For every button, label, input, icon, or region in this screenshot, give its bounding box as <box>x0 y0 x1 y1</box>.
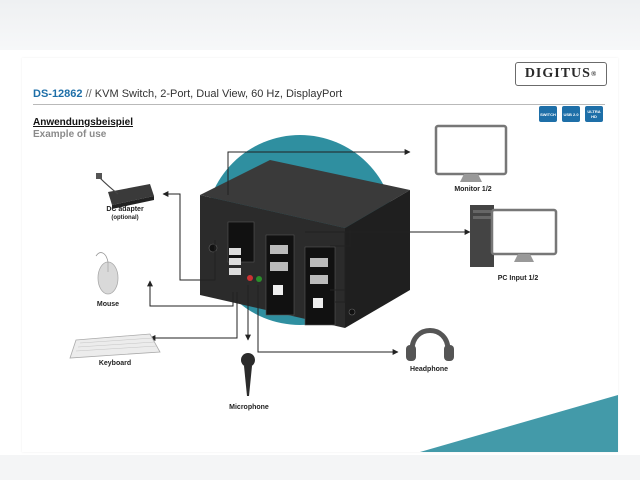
mouse-label: Mouse <box>96 301 120 308</box>
bottom-background <box>0 455 640 480</box>
connection-lines <box>147 149 471 355</box>
headphone-icon <box>406 328 454 361</box>
keyboard-label: Keyboard <box>98 360 132 367</box>
product-headline: DS-12862 // KVM Switch, 2-Port, Dual Vie… <box>33 88 342 100</box>
pc-tower-icon <box>470 205 558 267</box>
usb-badge: USB 2.0 <box>562 106 580 122</box>
header-divider <box>33 104 605 105</box>
mouse-icon <box>95 252 119 295</box>
monitor-label: Monitor 1/2 <box>454 186 492 193</box>
subtitle-english: Example of use <box>33 129 107 140</box>
dc-adapter-note: (optional) <box>111 215 139 221</box>
ultra-hd-badge: ULTRA HD <box>585 106 603 122</box>
top-background <box>0 0 640 50</box>
headline-separator: // <box>85 88 92 100</box>
microphone-label: Microphone <box>229 404 269 411</box>
switch-badge: SWITCH <box>539 106 557 122</box>
teal-corner-swoosh <box>420 395 618 452</box>
keyboard-icon <box>69 333 161 359</box>
kvm-switch <box>200 160 410 328</box>
headphone-label: Headphone <box>409 366 449 373</box>
microphone-icon <box>241 353 255 396</box>
monitor-icon <box>434 124 508 182</box>
model-number: DS-12862 <box>33 88 83 100</box>
digitus-logo: DIGITUS® <box>515 62 607 86</box>
power-adapter-icon <box>96 173 154 209</box>
subtitle-german: Anwendungsbeispiel <box>33 117 134 128</box>
dc-adapter-label: DC adapter <box>106 206 144 213</box>
logo-text: DIGITUS <box>524 66 591 81</box>
product-title: KVM Switch, 2-Port, Dual View, 60 Hz, Di… <box>94 88 343 100</box>
pc-input-label: PC Input 1/2 <box>497 275 539 282</box>
logo-registered-mark: ® <box>590 70 598 78</box>
